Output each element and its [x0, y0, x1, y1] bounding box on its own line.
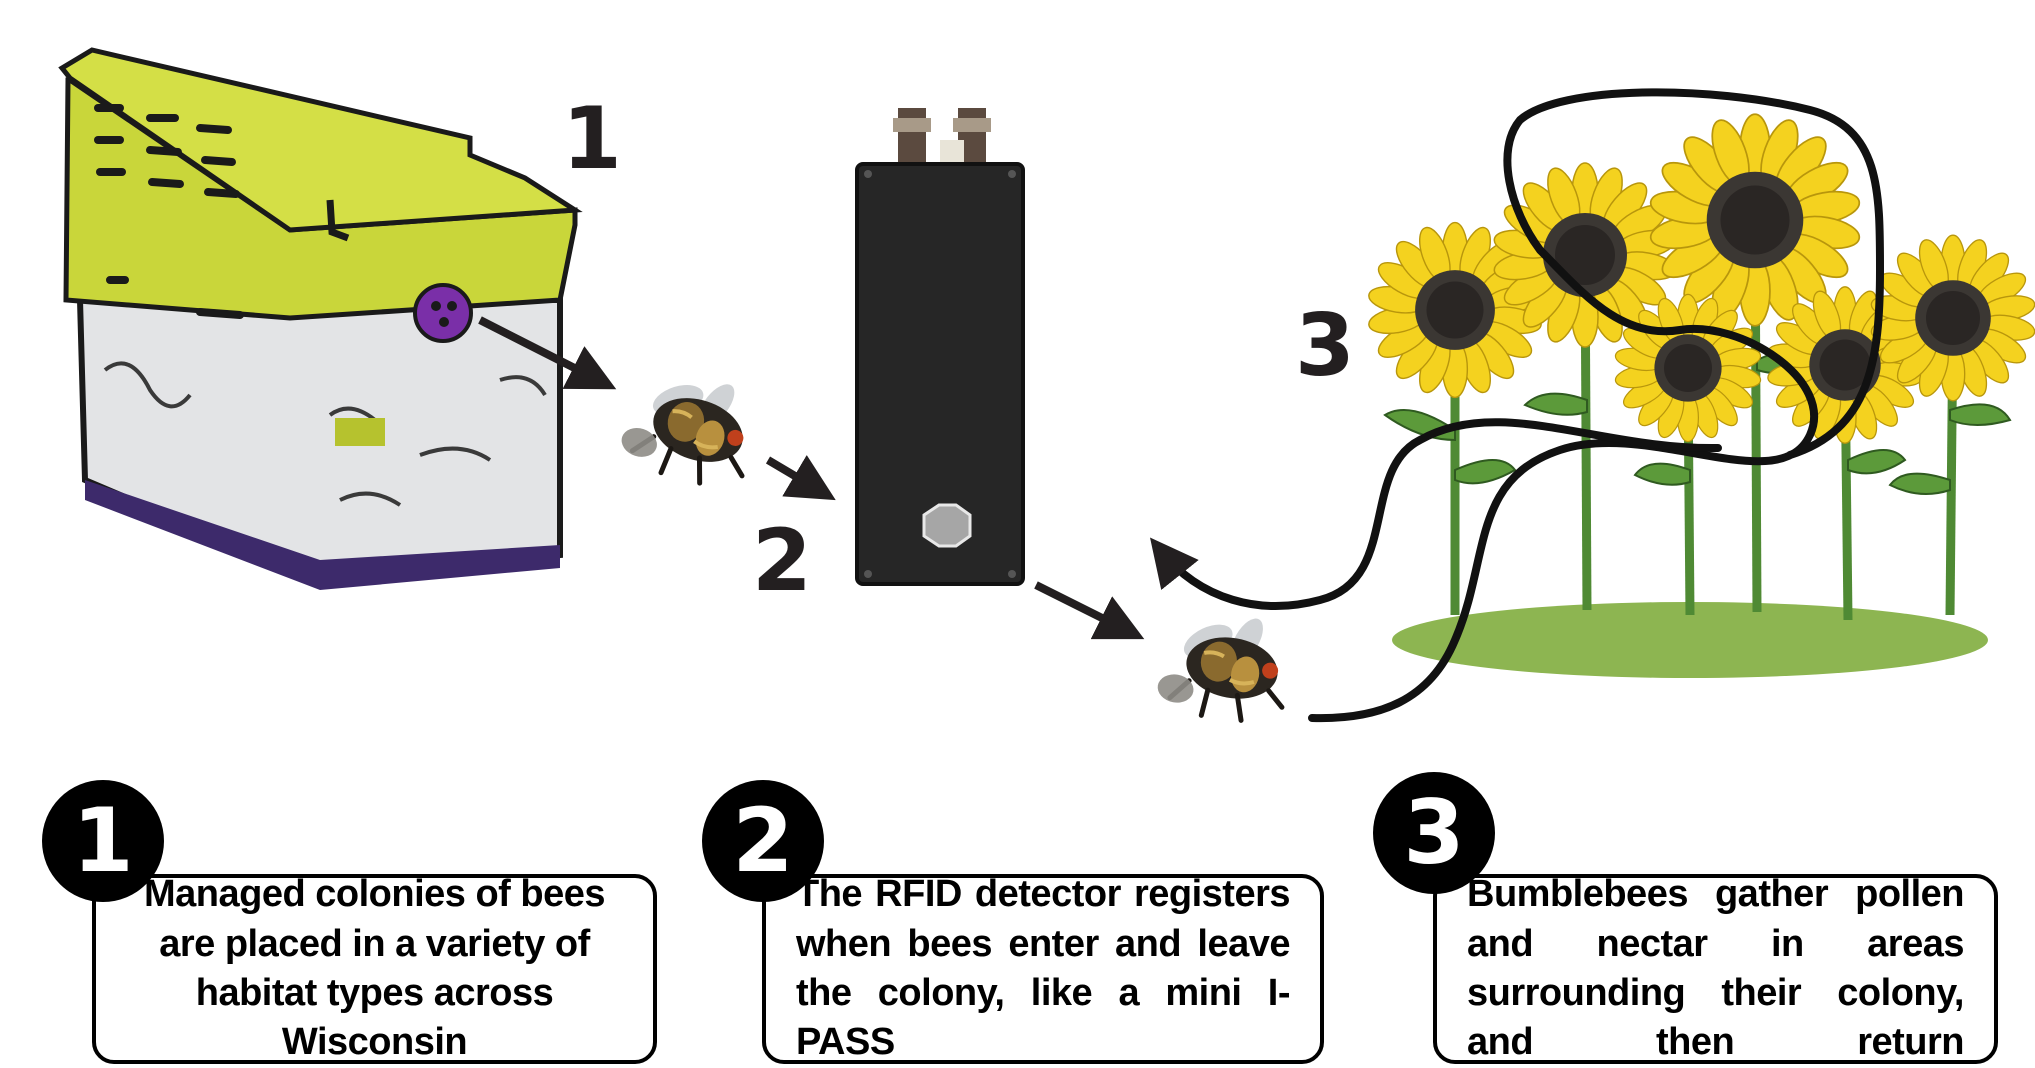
step-2-marker: 2: [752, 511, 812, 611]
step-3-caption: Bumblebees gather pollen and nectar in a…: [1467, 873, 1965, 1064]
step-1-badge: 1: [42, 780, 164, 902]
arrow-icon: [765, 455, 836, 501]
rfid-detector-icon: [855, 108, 1025, 586]
step-2-badge: 2: [702, 780, 824, 902]
step-1-marker: 1: [562, 89, 622, 189]
hive-illustration: [58, 47, 583, 590]
flight-path-line: [1149, 418, 1722, 610]
step-3-caption-box: Bumblebees gather pollen and nectar in a…: [1433, 873, 1998, 1064]
ground-patch: [1392, 602, 1988, 678]
step-2-caption: The RFID detector registers when bees en…: [796, 873, 1291, 1064]
step-2-caption-box: The RFID detector registers when bees en…: [762, 873, 1324, 1064]
step-3-marker: 3: [1295, 296, 1355, 396]
bee-icon: [1154, 600, 1297, 729]
step-3-badge: 3: [1373, 772, 1495, 894]
step-1-caption: Managed colonies of bees are placed in a…: [144, 873, 606, 1064]
step-1-caption-box: Managed colonies of bees are placed in a…: [92, 873, 657, 1064]
flight-path-line: [1308, 88, 1885, 723]
bee-icon: [615, 354, 768, 496]
arrow-icon: [478, 316, 617, 390]
sunflower-icon: [1647, 113, 1863, 327]
arrow-icon: [1034, 581, 1145, 640]
